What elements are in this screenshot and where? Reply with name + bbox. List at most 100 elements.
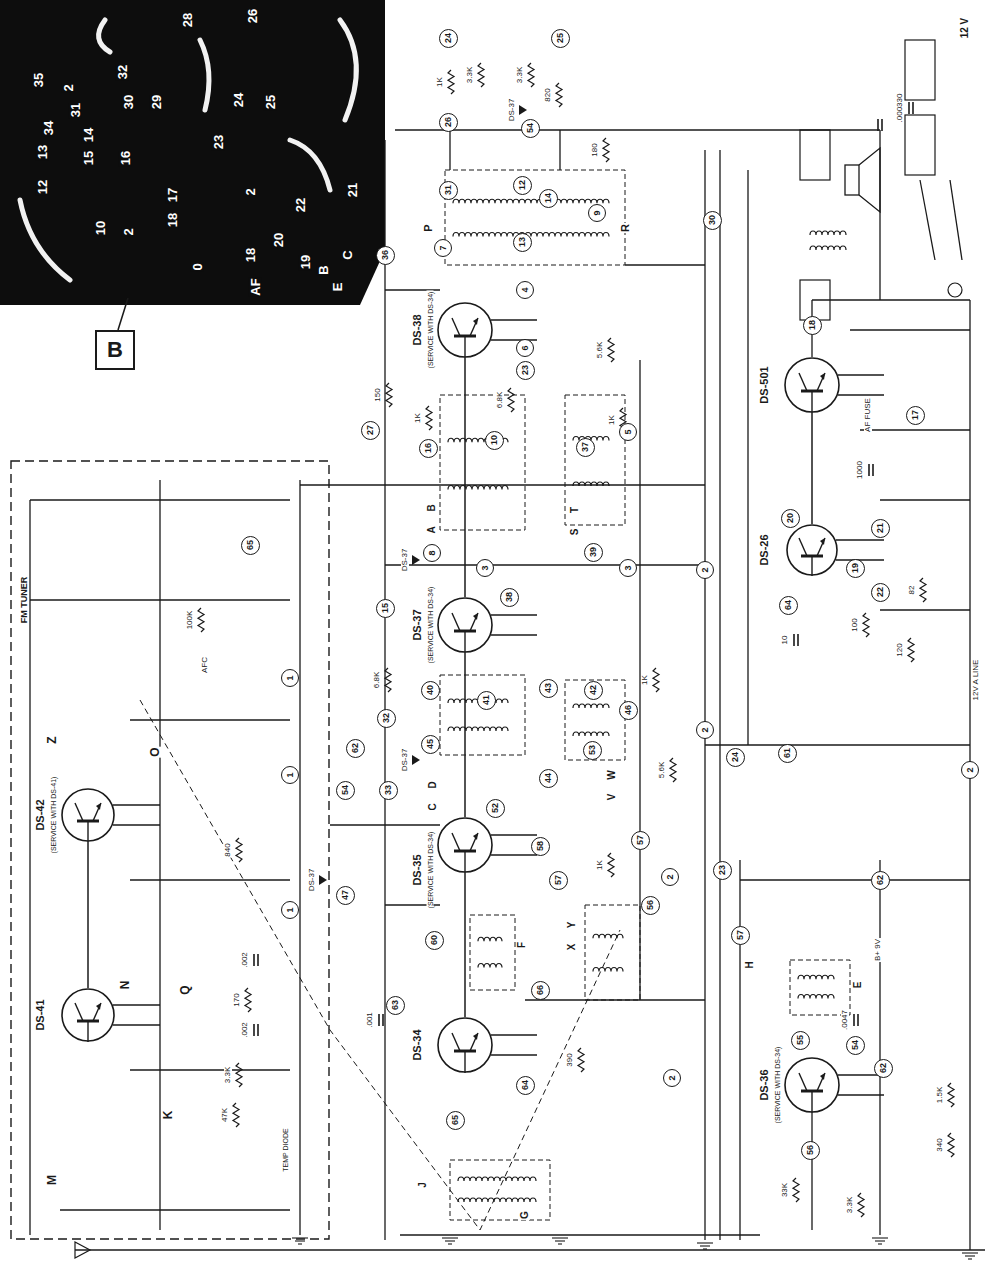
ground-symbol xyxy=(697,1243,713,1249)
component-value: 1K xyxy=(641,674,649,686)
node-text: 39 xyxy=(589,546,598,558)
transistor-symbol xyxy=(784,357,840,413)
terminal-letter: P xyxy=(423,223,434,232)
component-value: DS-37 xyxy=(401,748,409,773)
component-value: 47K xyxy=(221,1107,229,1123)
callout-number: 24 xyxy=(726,748,745,767)
node-text: 24 xyxy=(731,751,740,763)
component-value: 12V A LINE xyxy=(972,659,980,702)
wire xyxy=(860,429,970,430)
wire xyxy=(400,1234,760,1235)
coil-symbol xyxy=(573,704,609,708)
capacitor-symbol xyxy=(254,954,258,966)
callout-number: 9 xyxy=(588,204,606,222)
node-text: 22 xyxy=(876,586,885,598)
terminal-letter: M xyxy=(46,1174,58,1186)
dashed-outline xyxy=(10,460,330,1240)
wire xyxy=(491,614,537,615)
callout-number: 7 xyxy=(434,239,452,257)
coil-symbol xyxy=(453,199,609,203)
component-value: AFC xyxy=(201,656,209,674)
component-value: .002 xyxy=(241,951,249,969)
component-value: 33K xyxy=(781,1182,789,1198)
component-value: 10 xyxy=(781,635,789,646)
callout-number: 21 xyxy=(871,519,890,538)
terminal-letter: N xyxy=(119,980,131,991)
node-text: 2 xyxy=(701,726,710,733)
terminal-letter: K xyxy=(162,1110,174,1121)
callout-number: 1 xyxy=(281,901,299,919)
wire xyxy=(113,804,160,805)
capacitor-symbol xyxy=(379,1014,383,1026)
wire xyxy=(113,1004,160,1005)
wire xyxy=(812,299,970,300)
node-text: 9 xyxy=(593,209,602,216)
terminal-letter: Q xyxy=(179,984,191,995)
wire xyxy=(838,1094,884,1095)
node-text: 58 xyxy=(536,840,545,852)
capacitor-symbol xyxy=(878,119,882,131)
wire xyxy=(384,140,385,1240)
ground-symbol xyxy=(872,1238,888,1244)
wire xyxy=(491,319,537,320)
resistor-symbol xyxy=(608,853,614,877)
shield-can xyxy=(470,915,515,990)
callout-number: 2 xyxy=(663,1069,681,1087)
resistor-symbol xyxy=(556,83,562,107)
node-text: 56 xyxy=(806,1144,815,1156)
component-value: 170 xyxy=(233,992,241,1007)
board-pad-number: 13 xyxy=(36,144,49,160)
node-text: 37 xyxy=(581,441,590,453)
callout-number: 6 xyxy=(516,339,534,357)
board-pad-number: B xyxy=(317,264,330,275)
wire xyxy=(130,719,290,720)
terminal-letter: Z xyxy=(46,735,58,744)
terminal-letter: X xyxy=(567,943,577,952)
terminal-letter: T xyxy=(570,506,580,514)
component-value: .001 xyxy=(366,1011,374,1029)
callout-number: 3 xyxy=(476,559,494,577)
terminal-letter: C xyxy=(428,802,438,811)
wire xyxy=(491,834,537,835)
board-pad-number: 34 xyxy=(42,120,55,136)
callout-number: 32 xyxy=(377,709,396,728)
callout-number: 23 xyxy=(516,361,535,380)
diode-symbol xyxy=(319,875,327,885)
wire xyxy=(113,824,160,825)
node-text: 66 xyxy=(536,984,545,996)
node-text: 60 xyxy=(430,934,439,946)
wire xyxy=(559,130,560,170)
terminal-letter: G xyxy=(520,1210,530,1220)
terminal-block xyxy=(800,130,830,180)
coil-symbol xyxy=(458,1177,536,1181)
callout-number: 30 xyxy=(703,211,722,230)
terminal-letter: J xyxy=(418,1181,428,1189)
callout-number: 38 xyxy=(500,588,519,607)
callout-number: 14 xyxy=(539,189,558,208)
board-pad-number: 31 xyxy=(69,102,82,118)
callout-number: 62 xyxy=(346,739,365,758)
terminal-block xyxy=(905,115,935,175)
capacitor-symbol xyxy=(869,464,873,476)
transistor-label: DS-41 xyxy=(35,998,46,1031)
node-text: 57 xyxy=(636,834,645,846)
coil-symbol xyxy=(573,732,609,736)
shield-can xyxy=(445,170,625,265)
signal-wire xyxy=(87,842,89,988)
component-value: 1K xyxy=(436,76,444,88)
capacitor-symbol xyxy=(794,634,798,646)
resistor-symbol xyxy=(245,988,251,1012)
node-text: 42 xyxy=(589,684,598,696)
coil-symbol xyxy=(478,937,502,941)
coil-symbol xyxy=(810,231,846,235)
callout-number: 4 xyxy=(516,281,534,299)
node-text: 16 xyxy=(424,442,433,454)
terminal-letter: R xyxy=(620,223,631,233)
terminal-letter: D xyxy=(428,780,438,789)
callout-number: 16 xyxy=(419,439,438,458)
coil-symbol xyxy=(810,246,846,250)
board-pad-number: 32 xyxy=(116,64,129,80)
component-value: 3.3K xyxy=(466,66,474,84)
board-pad-number: 17 xyxy=(166,187,179,203)
